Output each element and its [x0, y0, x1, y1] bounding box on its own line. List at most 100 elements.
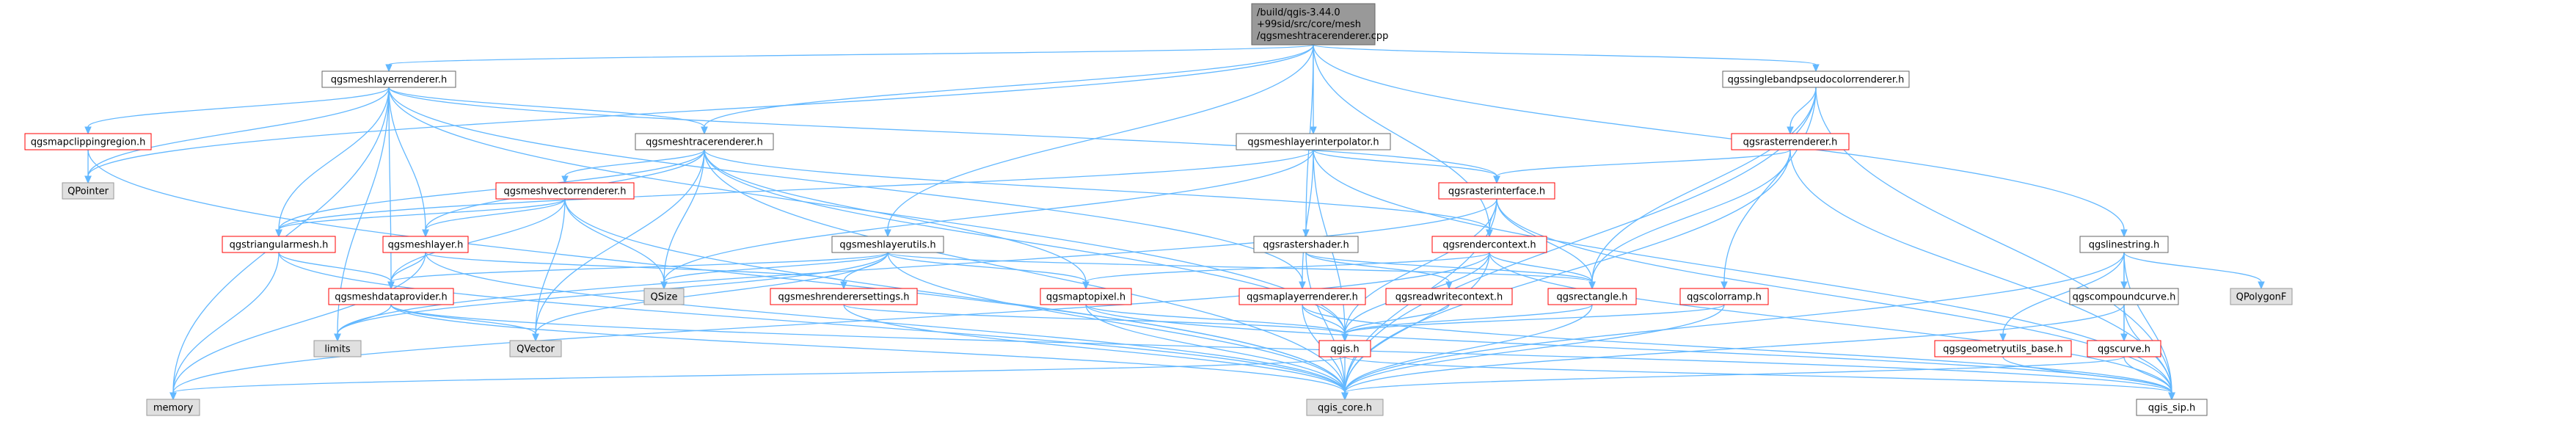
edge-line	[390, 304, 2172, 393]
edge-line	[1591, 149, 1791, 283]
edge-linestring-to-qpolygonf	[2123, 252, 2265, 290]
edge-root-to-singleband	[1313, 44, 1820, 73]
node-dataprovider[interactable]: qgsmeshdataprovider.h	[328, 288, 454, 305]
node-qgish[interactable]: qgis.h	[1318, 340, 1371, 357]
node-box	[328, 288, 454, 305]
edge-arrowhead	[2258, 281, 2265, 290]
node-geomutils[interactable]: qgsgeometryutils_base.h	[1934, 340, 2072, 357]
node-meshlayer[interactable]: qgsmeshlayer.h	[382, 236, 469, 253]
node-maptopixel[interactable]: qgsmaptopixel.h	[1040, 288, 1132, 305]
node-renderersettings[interactable]: qgsmeshrenderersettings.h	[770, 288, 918, 305]
edge-arrowhead	[561, 175, 569, 184]
edge-arrowhead	[532, 333, 539, 342]
node-box	[643, 288, 685, 305]
node-qgissip[interactable]: qgis_sip.h	[2136, 399, 2208, 416]
edge-line	[1591, 87, 1817, 283]
edge-layerutils-to-maptopixel	[887, 252, 1090, 290]
edge-arrowhead	[1310, 126, 1317, 135]
edge-meshlayer-to-renderersettings	[425, 252, 847, 290]
edge-line	[1344, 356, 2172, 393]
edge-line	[172, 252, 426, 393]
node-curve[interactable]: qgscurve.h	[2087, 340, 2161, 357]
node-limits[interactable]: limits	[313, 340, 362, 357]
node-linestring[interactable]: qgslinestring.h	[2079, 236, 2169, 253]
edge-line	[535, 198, 566, 335]
node-compoundcurve[interactable]: qgscompoundcurve.h	[2069, 288, 2179, 305]
edge-qgish-to-qgissip	[1344, 356, 2175, 401]
node-label: qgsrectangle.h	[1556, 292, 1627, 303]
edge-line	[663, 149, 1314, 283]
node-readwritecontext[interactable]: qgsreadwritecontext.h	[1385, 288, 1513, 305]
node-rasterinterface[interactable]: qgsrasterinterface.h	[1438, 182, 1555, 200]
node-rasterrenderer[interactable]: qgsrasterrenderer.h	[1731, 133, 1850, 150]
node-layerutils[interactable]: qgsmeshlayerutils.h	[831, 236, 944, 253]
node-singleband[interactable]: qgssinglebandpseudocolorrenderer.h	[1722, 70, 1910, 88]
node-qvector[interactable]: QVector	[509, 340, 562, 357]
node-label: qgsmeshlayerrenderer.h	[331, 75, 447, 86]
node-rendercontext[interactable]: qgsrendercontext.h	[1431, 236, 1547, 253]
edge-arrowhead	[334, 333, 341, 342]
node-rectangle[interactable]: qgsrectangle.h	[1547, 288, 1637, 305]
edge-line	[172, 252, 280, 393]
node-label: QSize	[651, 292, 678, 303]
node-rastershader[interactable]: qgsrastershader.h	[1253, 236, 1359, 253]
node-box	[1679, 288, 1769, 305]
edge-line	[390, 304, 536, 335]
node-box	[1251, 3, 1376, 46]
edge-meshlayer-to-memory	[169, 252, 426, 401]
edge-line	[1344, 356, 2125, 393]
edge-line	[887, 44, 1314, 230]
edge-dataprovider-to-qvector	[390, 304, 539, 342]
edge-arrowhead	[387, 281, 395, 290]
node-memory[interactable]: memory	[146, 399, 200, 416]
node-label: qgsmeshdataprovider.h	[335, 292, 448, 303]
node-interpolator[interactable]: qgsmeshlayerinterpolator.h	[1236, 133, 1391, 150]
node-trimesh[interactable]: qgstriangularmesh.h	[222, 236, 336, 253]
node-box	[222, 236, 336, 253]
edge-arrowhead	[385, 64, 393, 73]
edge-line	[87, 87, 390, 177]
root-label-line: /qgsmeshtracerenderer.cpp	[1257, 31, 1388, 42]
node-box	[1438, 182, 1555, 200]
node-box	[1431, 236, 1547, 253]
node-qpointer[interactable]: QPointer	[62, 182, 114, 200]
node-clipping[interactable]: qgsmapclippingregion.h	[24, 133, 152, 150]
edge-arrowhead	[2120, 229, 2128, 238]
edge-linestring-to-qgiscore	[1341, 252, 2125, 401]
edge-line	[172, 356, 1346, 393]
edge-root-to-tracerenderer	[701, 44, 1314, 135]
edge-line	[1344, 304, 2125, 393]
node-qgiscore[interactable]: qgis_core.h	[1306, 399, 1384, 416]
edge-layerrenderer-to-clipping	[84, 87, 390, 135]
edge-line	[2002, 252, 2125, 335]
node-box	[635, 133, 774, 150]
edge-line	[1085, 304, 1346, 393]
node-tracerenderer[interactable]: qgsmeshtracerenderer.h	[635, 133, 774, 150]
edge-line	[2123, 252, 2262, 283]
edge-dataprovider-to-limits	[334, 304, 392, 342]
node-qsize[interactable]: QSize	[643, 288, 685, 305]
node-label: qgsmaplayerrenderer.h	[1247, 292, 1358, 303]
node-label: qgsmapclippingregion.h	[31, 137, 146, 148]
edge-clipping-to-qgiscore	[87, 149, 1349, 401]
edge-arrowhead	[840, 281, 847, 290]
node-label: QVector	[517, 344, 555, 355]
edge-root-to-layerrenderer	[385, 44, 1314, 73]
edge-line	[1313, 149, 1497, 177]
edge-arrowhead	[84, 175, 92, 184]
node-maplayerrenderer[interactable]: qgsmaplayerrenderer.h	[1238, 288, 1366, 305]
node-box	[1547, 288, 1637, 305]
node-box	[2069, 288, 2179, 305]
edge-arrowhead	[2168, 392, 2175, 401]
edge-line	[1302, 149, 1314, 283]
edge-line	[388, 87, 1303, 283]
node-layerrenderer[interactable]: qgsmeshlayerrenderer.h	[321, 70, 456, 88]
node-colorramp[interactable]: qgscolorramp.h	[1679, 288, 1769, 305]
node-vectorrenderer[interactable]: qgsmeshvectorrenderer.h	[495, 182, 635, 200]
node-qpolygonf[interactable]: QPolygonF	[2230, 288, 2293, 305]
edge-line	[388, 87, 705, 128]
node-box	[2230, 288, 2293, 305]
edge-line	[564, 149, 705, 177]
edge-line	[704, 149, 1087, 283]
